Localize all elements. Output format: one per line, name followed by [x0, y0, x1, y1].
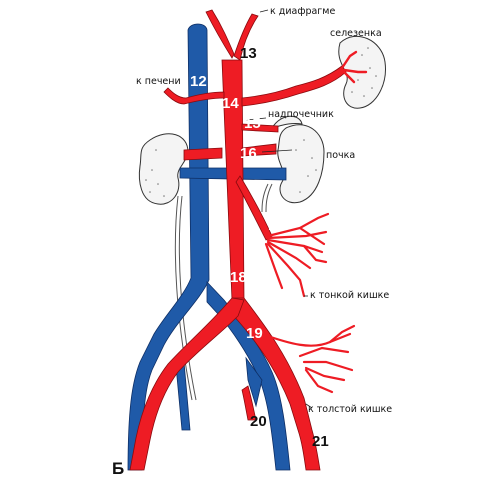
- label-large-intestine: к толстой кишке: [308, 404, 392, 415]
- number-18: 18: [230, 269, 247, 286]
- ureters: [174, 183, 273, 401]
- number-16: 16: [240, 145, 257, 162]
- number-20: 20: [250, 413, 267, 430]
- adrenal-gland: [270, 115, 303, 129]
- label-kidney: почка: [326, 150, 355, 161]
- number-12: 12: [190, 73, 207, 90]
- number-17: 17: [268, 217, 285, 234]
- splenic-branches: [340, 50, 368, 84]
- number-21: 21: [312, 433, 329, 450]
- number-14: 14: [222, 95, 239, 112]
- label-adrenal: надпочечник: [268, 109, 334, 120]
- label-small-intestine: к тонкой кишке: [310, 290, 389, 301]
- arteries: [129, 9, 347, 471]
- label-liver: к печени: [136, 76, 181, 87]
- number-13: 13: [240, 45, 257, 62]
- large-intestine-branches: [260, 324, 356, 394]
- label-diaphragm: к диафрагме: [270, 6, 335, 17]
- left-kidney-organ: [138, 133, 189, 205]
- right-kidney-organ: [277, 124, 325, 204]
- small-intestine-branches: [264, 212, 330, 298]
- label-spleen: селезенка: [330, 28, 382, 39]
- veins: [127, 23, 291, 471]
- panel-label: Б: [112, 459, 124, 478]
- number-19: 19: [246, 325, 263, 342]
- connector-lines: [245, 9, 313, 409]
- number-15: 15: [244, 115, 261, 132]
